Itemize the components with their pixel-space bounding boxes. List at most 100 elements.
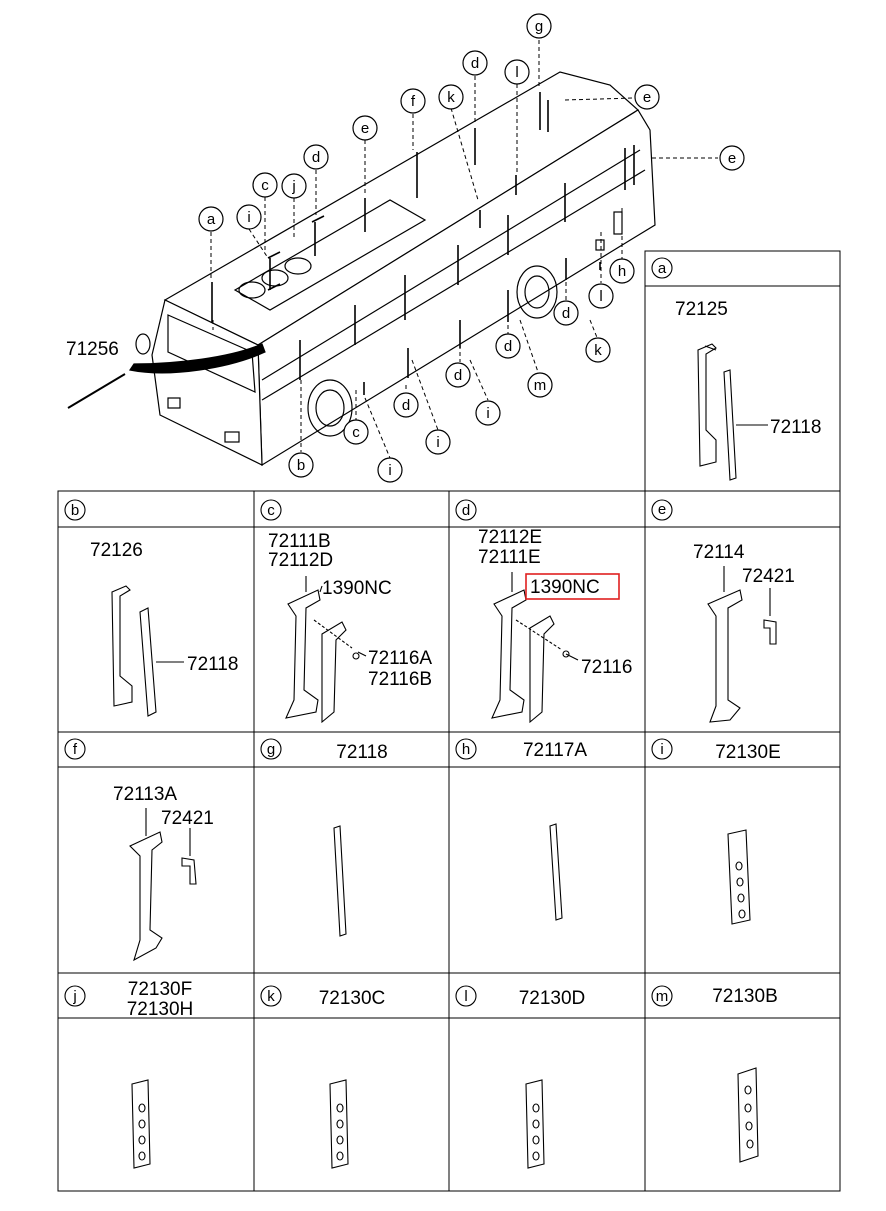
panel-f-drawing xyxy=(129,808,197,962)
callout-letter: f xyxy=(411,93,416,110)
panel-h-header: 72117A xyxy=(523,740,587,761)
panel-e-part-2: 72421 xyxy=(742,566,795,587)
panel-d-letter: d xyxy=(462,502,470,519)
panel-e-letter: e xyxy=(658,501,666,518)
panel-g-header: 72118 xyxy=(336,742,387,763)
callout-circle xyxy=(445,362,471,388)
callout-circle xyxy=(400,88,426,114)
panel-f-part-1: 72113A xyxy=(113,784,177,805)
panel-j-header-1: 72130F xyxy=(128,979,192,1000)
panel-a-part-1: 72125 xyxy=(675,299,728,320)
callout-circle xyxy=(393,392,419,418)
panel-e-drawing xyxy=(707,566,777,723)
callout-letter: e xyxy=(361,120,369,137)
callout-letter: c xyxy=(261,177,269,194)
panel-g-strip xyxy=(333,825,347,937)
panel-j-letter: j xyxy=(72,988,76,1005)
parts-grid xyxy=(57,250,841,1192)
panel-j-header-2: 72130H xyxy=(127,999,194,1020)
callout-circle xyxy=(475,400,501,426)
callout-letter: e xyxy=(728,150,736,167)
callout-circle xyxy=(719,145,745,171)
callout-circle xyxy=(303,144,329,170)
callout-letter: c xyxy=(352,424,360,441)
callout-letter: m xyxy=(534,377,547,394)
callout-circle xyxy=(252,172,278,198)
callout-letter: d xyxy=(402,397,410,414)
panel-l-letter: l xyxy=(464,988,467,1005)
callout-circle xyxy=(588,283,614,309)
callout-letter: i xyxy=(486,405,489,422)
callout-letter: i xyxy=(388,462,391,479)
panel-d-part-4: 72116 xyxy=(581,657,632,678)
panel-a-drawing xyxy=(697,343,768,481)
callout-letter: b xyxy=(297,457,305,474)
panel-c-part-2: 72112D xyxy=(268,550,333,571)
callout-letter: a xyxy=(207,211,216,228)
panel-i-plate xyxy=(727,829,751,925)
callout-letter: d xyxy=(454,367,462,384)
panel-b-letter: b xyxy=(71,502,79,519)
callout-letter: k xyxy=(594,342,602,359)
highlight-box xyxy=(525,573,620,600)
callout-circle xyxy=(553,300,579,326)
callout-letter: g xyxy=(535,18,543,35)
callout-circle xyxy=(425,429,451,455)
panel-d-drawing xyxy=(491,572,579,724)
overview-part-label: 71256 xyxy=(66,339,119,360)
panel-g-letter: g xyxy=(267,741,275,758)
callout-letter: d xyxy=(562,305,570,322)
panel-b-part-1: 72126 xyxy=(90,540,143,561)
callout-letter: l xyxy=(599,288,602,305)
panel-m-letter: m xyxy=(656,988,669,1005)
panel-c-letter: c xyxy=(267,502,275,519)
callout-circle xyxy=(352,115,378,141)
panel-f-letter: f xyxy=(73,741,78,758)
callout-letter: i xyxy=(247,209,250,226)
panel-b-drawing xyxy=(111,585,184,717)
callout-letter: d xyxy=(504,338,512,355)
panel-k-letter: k xyxy=(267,988,275,1005)
panel-b-part-2: 72118 xyxy=(187,654,238,675)
callout-letter: l xyxy=(515,64,518,81)
panel-letters xyxy=(64,257,673,1007)
strip-drawings-row3 xyxy=(131,1067,759,1169)
callout-letter: e xyxy=(643,89,651,106)
strip-drawings-row2 xyxy=(333,823,751,937)
callout-circle xyxy=(198,206,224,232)
panel-c-part-5: 72116B xyxy=(368,669,432,690)
panel-h-letter: h xyxy=(462,741,470,758)
panel-d-part-3: 1390NC xyxy=(530,577,600,598)
callout-circle xyxy=(236,204,262,230)
panel-i-letter: i xyxy=(660,741,663,758)
panel-c-part-4: 72116A xyxy=(368,648,432,669)
callout-circle xyxy=(343,419,369,445)
panel-m-plate xyxy=(737,1067,759,1163)
callout-circle xyxy=(495,333,521,359)
panel-c-drawing xyxy=(285,576,367,724)
callout-circle xyxy=(609,258,635,284)
callout-letter: k xyxy=(447,89,455,106)
callout-circle xyxy=(438,84,464,110)
callout-letter: j xyxy=(291,178,295,195)
callout-circle xyxy=(526,13,552,39)
callout-circle xyxy=(281,173,307,199)
callout-letter: d xyxy=(471,55,479,72)
callout-circle xyxy=(585,337,611,363)
panel-i-header: 72130E xyxy=(715,742,781,763)
panel-a-part-2: 72118 xyxy=(770,417,821,438)
callout-letter: h xyxy=(618,263,626,280)
panel-e-part-1: 72114 xyxy=(693,542,745,563)
panel-m-header: 72130B xyxy=(712,986,778,1007)
callout-circle xyxy=(634,84,660,110)
bus-overview xyxy=(67,40,718,467)
panel-j-plate xyxy=(131,1079,151,1169)
panel-c-part-1: 72111B xyxy=(268,531,331,552)
panel-d-part-2: 72111E xyxy=(478,547,541,568)
panel-f-part-2: 72421 xyxy=(161,808,214,829)
callout-circle xyxy=(377,457,403,483)
panel-c-part-3: 1390NC xyxy=(322,578,392,599)
callout-circle xyxy=(462,50,488,76)
